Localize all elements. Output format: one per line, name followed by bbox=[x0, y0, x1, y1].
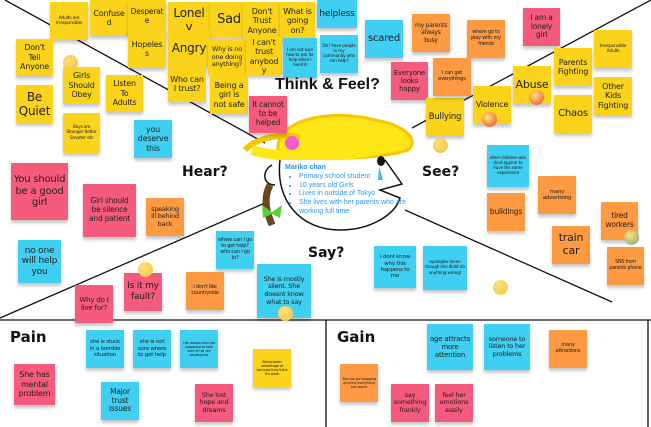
sticky-note[interactable]: I can get everythings bbox=[433, 58, 471, 96]
sticky-note[interactable]: Listen To Adults bbox=[106, 75, 143, 112]
sticky-note[interactable]: Do I have people in my community who can… bbox=[320, 35, 358, 73]
sticky-note[interactable]: Major trust issues bbox=[101, 382, 139, 420]
sticky-note[interactable]: apologies (even though she didnt do anyt… bbox=[423, 246, 467, 290]
sticky-note[interactable]: speaking ill behind back bbox=[146, 198, 184, 236]
pain-heading: Pain bbox=[10, 328, 47, 346]
persona-fact: Primary school student bbox=[299, 173, 407, 182]
sticky-note[interactable]: someone to listen to her problems bbox=[484, 324, 530, 370]
sticky-note[interactable]: Being a girl is not safe bbox=[210, 76, 248, 114]
see-heading: See? bbox=[422, 164, 460, 180]
woman-emoji-icon bbox=[624, 230, 639, 245]
worried-face-icon bbox=[63, 55, 78, 70]
sticky-note[interactable]: Being taken advantage of because they th… bbox=[253, 349, 291, 387]
hear-heading: Hear? bbox=[182, 164, 228, 180]
sticky-note[interactable]: Desperate bbox=[128, 0, 166, 33]
sticky-note[interactable]: where can I go to get help? who can I go… bbox=[216, 231, 254, 269]
sticky-note[interactable]: where go to play with my friends bbox=[467, 20, 505, 58]
say-heading: Say? bbox=[308, 245, 345, 261]
grimace-face-icon bbox=[278, 306, 293, 321]
sticky-note[interactable]: I am not sure how to ask for help when I… bbox=[283, 38, 317, 78]
sticky-note[interactable]: Other Kids Fighting bbox=[594, 77, 632, 115]
sticky-note[interactable]: You should be a good girl bbox=[11, 163, 68, 220]
sticky-note[interactable]: I don't like countryside bbox=[186, 272, 224, 310]
sticky-note[interactable]: she is not sure where to get help bbox=[133, 330, 171, 368]
sticky-note[interactable]: tired workers bbox=[601, 202, 638, 240]
sticky-note[interactable]: She has mental problem bbox=[14, 364, 55, 405]
sticky-note[interactable]: i dont know why this happens to me bbox=[374, 246, 416, 288]
sticky-note[interactable]: Chaos bbox=[554, 95, 592, 133]
sticky-note[interactable]: I can't trust anybody bbox=[246, 38, 282, 75]
sticky-note[interactable]: Girl should be silence and patient bbox=[83, 184, 136, 237]
sticky-note[interactable]: say something frankly bbox=[391, 384, 429, 422]
sticky-note[interactable]: She can go shopping and buy everything s… bbox=[340, 364, 378, 402]
nauseated-face-icon bbox=[493, 280, 508, 295]
sticky-note[interactable]: Irresponsible Adults bbox=[594, 30, 632, 68]
sticky-note[interactable]: Why is no one doing anything? bbox=[208, 40, 246, 75]
sticky-note[interactable]: It cannot to be helped bbox=[249, 96, 287, 133]
sticky-note[interactable]: Hopeless bbox=[128, 30, 166, 68]
sticky-note[interactable]: Be Quiet bbox=[16, 85, 53, 123]
sticky-note[interactable]: age attracts more attention bbox=[427, 324, 473, 370]
sticky-note[interactable]: Adults are irresponsible bbox=[50, 2, 88, 40]
persona-name: Mariko chan bbox=[285, 164, 326, 171]
anger-face-icon bbox=[529, 90, 544, 105]
sticky-note[interactable]: helpless bbox=[317, 0, 357, 28]
persona-fact: Lives in outside of Tokyo bbox=[299, 190, 407, 199]
sticky-note[interactable]: Confused bbox=[90, 0, 128, 36]
sticky-note[interactable]: Boys are Stronger Better Smarter etc bbox=[63, 113, 100, 153]
sticky-note[interactable]: Angry bbox=[168, 30, 210, 66]
sticky-note[interactable]: you deserve this bbox=[134, 120, 172, 158]
persona-fact: She lives with her parents who are worki… bbox=[299, 199, 407, 217]
sticky-note[interactable]: Don't Tell Anyone bbox=[16, 39, 53, 76]
sticky-note[interactable]: I am a lonely girl bbox=[523, 8, 560, 46]
sticky-note[interactable]: train car bbox=[552, 226, 590, 264]
sticky-note[interactable]: other children who dont appear to have t… bbox=[487, 145, 529, 187]
scream-face-icon bbox=[433, 138, 448, 153]
sticky-note[interactable]: She lost hope and dreams bbox=[195, 384, 233, 422]
sticky-note[interactable]: Everyone looks happy bbox=[391, 62, 428, 100]
sticky-note[interactable]: SNS from parents phone bbox=[607, 247, 644, 285]
sticky-note[interactable]: Girls Should Obey bbox=[63, 67, 100, 104]
sticky-note[interactable]: Don't Trust Anyone bbox=[243, 2, 281, 40]
persona-drawing bbox=[242, 113, 414, 231]
sticky-note[interactable]: she is stuck in a horrible situation bbox=[86, 330, 124, 368]
gain-heading: Gain bbox=[337, 328, 376, 346]
sticky-note[interactable]: Is it my fault? bbox=[124, 273, 162, 311]
sticky-note[interactable]: feel her emotions easily bbox=[435, 384, 473, 422]
sticky-note[interactable]: Sad bbox=[210, 2, 248, 38]
sticky-note[interactable]: Bullying bbox=[426, 98, 464, 136]
sticky-note[interactable]: Her people who are supposed to take care… bbox=[180, 330, 218, 368]
sticky-note[interactable]: no one will help you bbox=[18, 240, 61, 283]
sticky-note[interactable]: Who can I trust? bbox=[168, 66, 206, 102]
sticky-note[interactable]: scared bbox=[365, 20, 403, 58]
sticky-note[interactable]: What is going on? bbox=[280, 2, 315, 40]
sticky-note[interactable]: many attractions bbox=[549, 330, 587, 368]
sticky-note[interactable]: my parents always busy bbox=[412, 14, 450, 52]
sticky-note[interactable]: many advertising bbox=[538, 176, 576, 214]
sticky-note[interactable]: Why do I live for? bbox=[75, 285, 113, 323]
grimace-face-icon bbox=[138, 262, 153, 277]
angry-face-icon bbox=[482, 112, 497, 127]
think-feel-heading: Think & Feel? bbox=[275, 76, 380, 93]
sticky-note[interactable]: buildings bbox=[487, 193, 525, 231]
persona-info: Mariko chan Primary school student 10 ye… bbox=[285, 164, 407, 217]
persona-fact: 10 years old Girls bbox=[299, 182, 407, 191]
sticky-note[interactable]: Parents Fighting bbox=[554, 48, 592, 86]
